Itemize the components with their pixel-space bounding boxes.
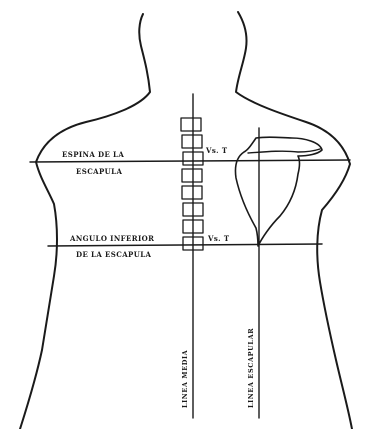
label-vertebra-upper: Vs. T	[205, 146, 228, 155]
label-inferior-angle-line2: DE LA ESCAPULA	[76, 250, 152, 259]
inferior-angle-line	[48, 244, 322, 246]
label-vertebra-lower: Vs. T	[207, 234, 230, 243]
label-spine-of-scapula-line1: ESPINA DE LA	[62, 150, 124, 159]
label-midline: LINEA MEDIA	[181, 349, 189, 408]
body-outline-left	[20, 14, 150, 429]
vertebra-2	[182, 135, 202, 148]
vertebral-column	[181, 118, 203, 250]
vertebra-4	[182, 169, 202, 182]
label-spine-of-scapula-line2: ESCAPULA	[76, 167, 122, 176]
label-inferior-angle-line1: ANGULO INFERIOR	[69, 234, 154, 243]
vertebra-1	[181, 118, 201, 131]
spine-of-scapula-line	[30, 160, 350, 162]
vertebra-5	[182, 186, 202, 199]
label-scapular-line: LINEA ESCAPULAR	[247, 328, 255, 408]
